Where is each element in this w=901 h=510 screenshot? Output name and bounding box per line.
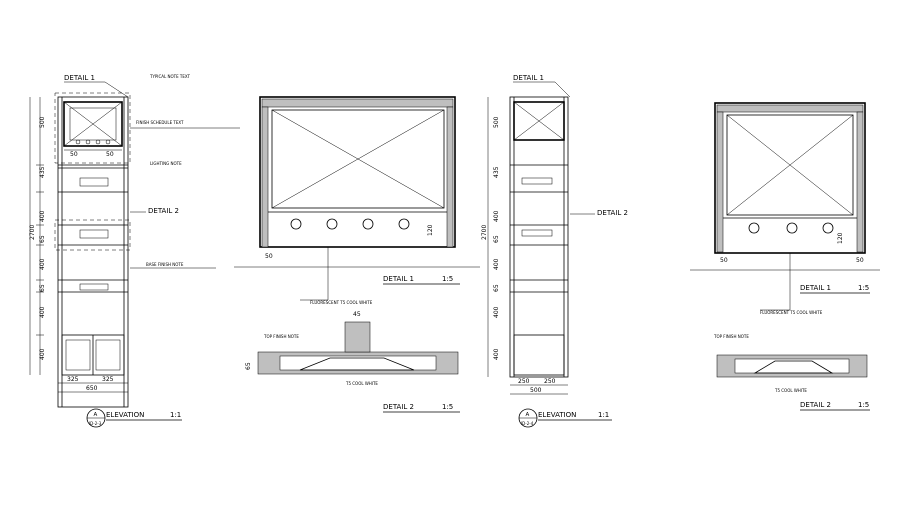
right-dim-h2: 400 [493,210,500,222]
left-note-2: LIGHTING NOTE [150,161,182,166]
left-dim-h0: 500 [39,116,46,128]
left-elevation: DETAIL 1 50 50 DETAIL 2 [29,74,240,428]
right-dim-w0: 250 [518,378,530,385]
right-elev-detail1-callout: DETAIL 1 [513,74,544,82]
left-dim-overall-w: 650 [86,385,98,392]
right-d1-scale: 1:5 [858,284,869,292]
left-d2-note-1: T5 COOL WHITE [345,381,378,386]
right-dim-w1: 250 [544,378,556,385]
right-dim-overall-w: 500 [530,387,542,394]
left-d1-scale: 1:5 [442,275,453,283]
right-detail1: 50 120 50 FLUORESCENT T5 COOL WHITE DETA… [690,102,880,315]
right-d1-dim-50a: 50 [720,257,728,264]
left-d2-title: DETAIL 2 [383,403,414,411]
left-elevation-marker-letter: A [94,412,98,418]
left-d1-title: DETAIL 1 [383,275,414,283]
left-elev-detail2-callout: DETAIL 2 [148,207,179,215]
left-dim-w1: 325 [102,376,114,383]
left-d2-note-0: TOP FINISH NOTE [263,334,299,339]
left-d2-dim-45: 45 [353,311,361,318]
right-dim-h3: 65 [493,235,500,243]
right-dim-h0: 500 [493,116,500,128]
right-dim-h1: 435 [493,166,500,178]
left-detail2: 45 65 TOP FINISH NOTE T5 COOL WHITE DETA… [245,311,460,413]
right-dim-h7: 400 [493,348,500,360]
right-detail2: TOP FINISH NOTE T5 COOL WHITE DETAIL 2 1… [713,334,870,411]
left-d2-dim-65: 65 [245,362,252,370]
left-detail1: 50 120 FLUORESCENT T5 COOL WHITE DETAIL … [234,96,480,305]
right-elevation: DETAIL 1 DETAIL 2 500 435 400 65 400 65 … [481,74,628,428]
left-d1-note: FLUORESCENT T5 COOL WHITE [310,300,373,305]
left-elev-detail1-callout: DETAIL 1 [64,74,95,82]
right-d1-dim-50b: 50 [856,257,864,264]
right-dim-h6: 400 [493,306,500,318]
left-dim-h4: 400 [39,258,46,270]
left-d1-dim-50: 50 [265,253,273,260]
right-elev-detail2-callout: DETAIL 2 [597,209,628,217]
left-top-dim-b: 50 [106,151,114,158]
left-note-1: FINISH SCHEDULE TEXT [136,120,184,125]
right-d1-note: FLUORESCENT T5 COOL WHITE [760,310,823,315]
right-elevation-marker-ref: ID-2-4 [521,421,534,426]
left-d1-dim-120: 120 [427,224,434,236]
left-dim-h6: 400 [39,306,46,318]
left-elevation-scale: 1:1 [170,411,181,419]
right-d2-title: DETAIL 2 [800,401,831,409]
left-dim-h2: 400 [39,210,46,222]
right-d1-dim-120: 120 [837,232,844,244]
right-elevation-title: ELEVATION [538,411,576,419]
right-dim-overall: 2700 [481,225,488,240]
right-elevation-marker-letter: A [526,412,530,418]
left-d2-scale: 1:5 [442,403,453,411]
left-note-3: BASE FINISH NOTE [146,262,184,267]
left-top-dim-a: 50 [70,151,78,158]
left-elevation-marker-ref: ID-2-3 [89,421,102,426]
left-elevation-title: ELEVATION [106,411,144,419]
left-note-0: TYPICAL NOTE TEXT [149,74,191,79]
left-dim-h5: 65 [39,284,46,292]
left-dim-h1: 435 [39,166,46,178]
left-dim-w0: 325 [67,376,79,383]
right-dim-h4: 400 [493,258,500,270]
left-dim-h3: 65 [39,235,46,243]
right-elevation-scale: 1:1 [598,411,609,419]
right-d2-scale: 1:5 [858,401,869,409]
left-dim-h7: 400 [39,348,46,360]
right-d2-note-1: T5 COOL WHITE [774,388,807,393]
left-dim-overall: 2700 [29,225,36,240]
right-d2-note-0: TOP FINISH NOTE [713,334,749,339]
right-dim-h5: 65 [493,284,500,292]
right-d1-title: DETAIL 1 [800,284,831,292]
